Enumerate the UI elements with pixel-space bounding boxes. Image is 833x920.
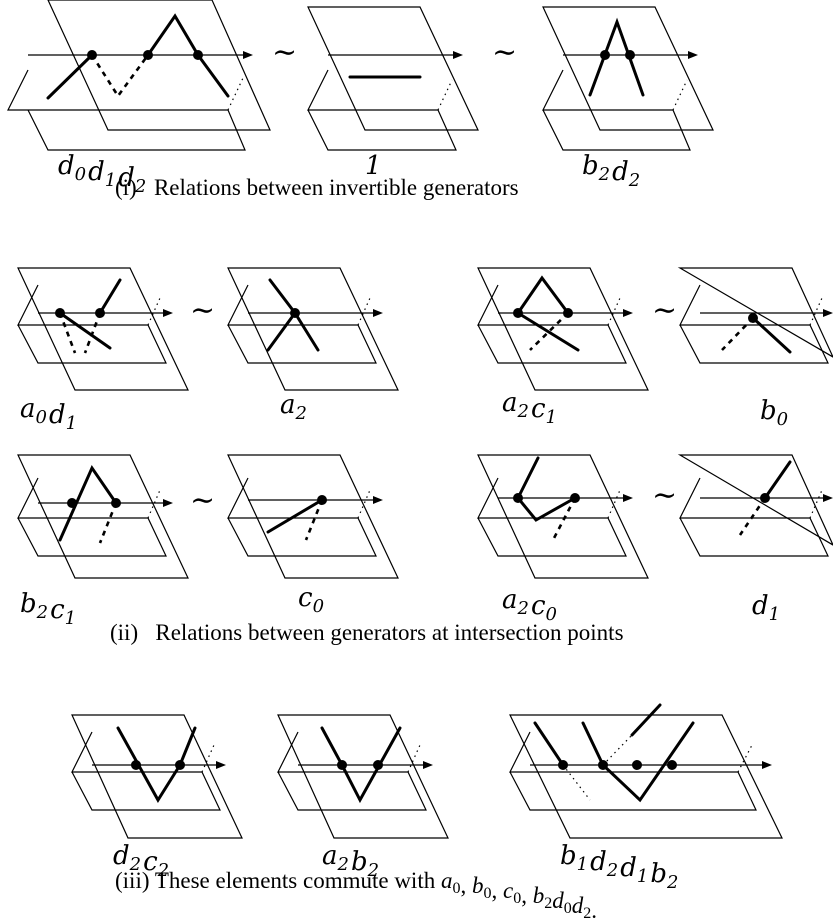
diagram-b1d2d1b2	[509, 703, 783, 839]
generator-label: a2	[280, 390, 307, 424]
diagram-a0d1	[17, 267, 189, 391]
equivalence-symbol: ∼	[652, 293, 677, 328]
labels-section-iii: d2c2 a2b2 b1d2d1b2	[113, 841, 678, 893]
diagram-b2c1	[17, 454, 189, 579]
labels-section-i: d0d1d2 1 b2d2	[58, 151, 640, 197]
caption-iii: (iii) These elements commute with a0, b0…	[115, 868, 597, 920]
generator-label: a0d1	[20, 394, 77, 434]
diagram-b0	[677, 267, 833, 364]
generator-label: d1	[752, 591, 780, 625]
generator-label: a2b2	[322, 841, 379, 881]
diagram-identity	[307, 6, 479, 151]
generator-label: 1	[365, 151, 382, 181]
generator-label: d2c2	[113, 841, 169, 881]
equivalence-symbol: ∼	[190, 483, 215, 518]
generator-label: c0	[298, 583, 324, 617]
generator-label: a2c0	[502, 585, 557, 625]
diagram-d0d1d2	[7, 0, 271, 151]
diagram-c0	[227, 454, 399, 579]
equivalence-symbol: ∼	[492, 35, 517, 70]
diagram-a2	[227, 267, 399, 391]
generator-label: b0	[760, 396, 788, 430]
caption-ii: (ii) Relations between generators at int…	[110, 620, 624, 645]
generator-label: d0d1d2	[58, 151, 146, 197]
generator-label: b1d2d1b2	[560, 841, 678, 893]
diagram-d2c2	[71, 714, 243, 839]
generator-label: b2c1	[20, 589, 76, 629]
diagram-a2b2	[277, 714, 449, 839]
equivalence-symbol: ∼	[190, 293, 215, 328]
diagram-a2c1	[477, 267, 649, 391]
equivalence-symbol: ∼	[272, 35, 297, 70]
equivalence-symbol: ∼	[652, 478, 677, 513]
generator-label: b2d2	[582, 151, 640, 191]
diagram-a2c0	[477, 454, 649, 579]
generator-label: a2c1	[502, 388, 557, 428]
labels-section-ii: a0d1 a2 a2c1 b0 b2c1 c0 a2c0 d1	[20, 388, 788, 629]
caption-i: (i) Relations between invertible generat…	[115, 175, 519, 200]
diagram-d1	[677, 454, 833, 557]
diagram-b2d2	[542, 6, 714, 151]
